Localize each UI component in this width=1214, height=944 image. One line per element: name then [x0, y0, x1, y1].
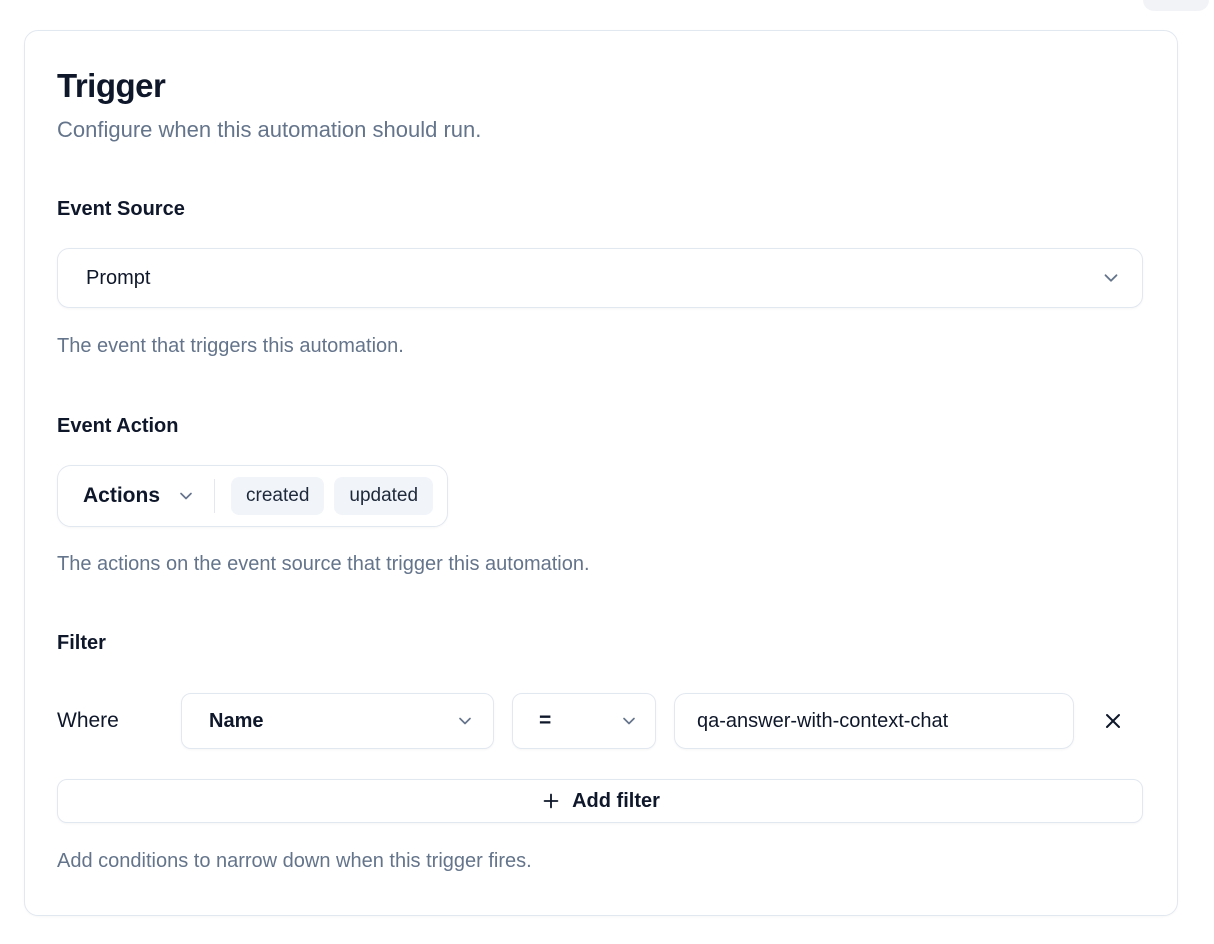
event-action-box: Actions created updated — [57, 465, 449, 528]
event-action-helper: The actions on the event source that tri… — [57, 553, 590, 576]
remove-filter-button[interactable] — [1092, 700, 1134, 742]
event-action-dropdown-label: Actions — [83, 484, 161, 508]
trigger-card: Trigger Configure when this automation s… — [24, 30, 1178, 916]
add-filter-button[interactable]: Add filter — [57, 779, 1143, 824]
chevron-down-icon — [619, 711, 639, 731]
filter-value-input[interactable] — [674, 693, 1074, 750]
add-filter-label: Add filter — [572, 789, 660, 812]
event-source-select[interactable]: Prompt — [57, 248, 1143, 309]
filter-operator-value: = — [539, 709, 552, 733]
filter-operator-select[interactable]: = — [512, 693, 656, 750]
selected-action-pill[interactable]: created — [231, 477, 325, 516]
filter-condition-row: Where Name = — [57, 693, 1143, 750]
event-source-helper: The event that triggers this automation. — [57, 335, 404, 358]
event-action-label: Event Action — [57, 415, 179, 438]
selected-action-pill[interactable]: updated — [334, 477, 434, 516]
vertical-divider — [214, 479, 216, 514]
page-subtitle: Configure when this automation should ru… — [57, 116, 482, 142]
chevron-down-icon — [176, 486, 196, 506]
page-title: Trigger — [57, 67, 166, 104]
event-source-section: Event Source Prompt The event that trigg… — [57, 197, 1145, 358]
close-icon — [1101, 709, 1125, 733]
event-action-dropdown[interactable]: Actions — [58, 466, 214, 526]
filter-helper: Add conditions to narrow down when this … — [57, 850, 532, 873]
event-source-value: Prompt — [86, 266, 151, 289]
event-action-section: Event Action Actions created updated The… — [57, 414, 1145, 576]
filter-section: Filter Where Name = — [57, 631, 1145, 873]
filter-label: Filter — [57, 632, 106, 655]
where-label: Where — [57, 709, 119, 733]
plus-icon — [540, 790, 562, 812]
chevron-down-icon — [455, 711, 475, 731]
filter-field-value: Name — [209, 709, 264, 732]
event-source-label: Event Source — [57, 198, 185, 221]
filter-field-select[interactable]: Name — [181, 693, 494, 750]
chevron-down-icon — [1100, 267, 1122, 289]
partial-offscreen-element — [1143, 0, 1209, 11]
